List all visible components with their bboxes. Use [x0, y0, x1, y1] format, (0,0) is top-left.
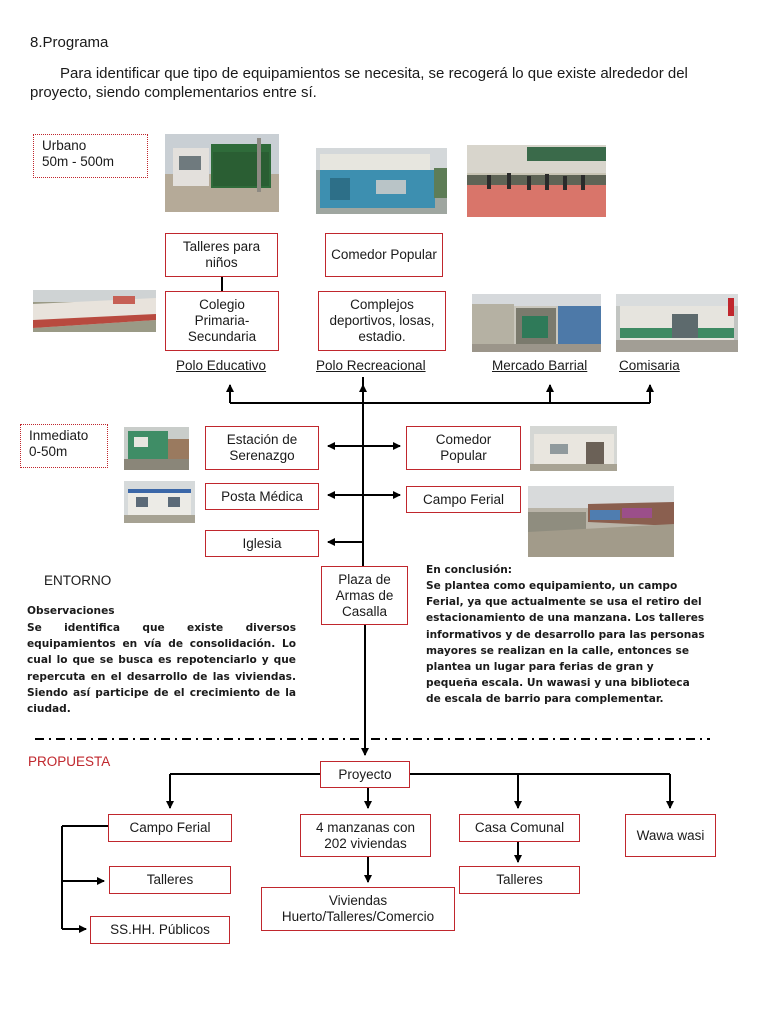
photo-comedor-building	[316, 148, 447, 214]
zone-urbano-range: 50m - 500m	[42, 154, 115, 169]
complejos-deportivos-box: Complejos deportivos, losas, estadio.	[318, 291, 446, 351]
comisaria-label: Comisaria	[619, 358, 680, 373]
photo-comedor-inmediato	[530, 426, 617, 471]
photo-sports-court	[467, 145, 606, 217]
manzanas-box: 4 manzanas con 202 viviendas	[300, 814, 431, 857]
photo-comisaria	[616, 294, 738, 352]
observaciones-title: Observaciones	[27, 605, 115, 617]
iglesia-box: Iglesia	[205, 530, 319, 557]
mercado-barrial-label: Mercado Barrial	[492, 358, 588, 373]
photo-campo-ferial	[528, 486, 674, 557]
conclusion-title: En conclusión:	[426, 564, 513, 576]
photo-posta-medica	[124, 481, 195, 523]
posta-medica-box: Posta Médica	[205, 483, 319, 510]
polo-educativo-label: Polo Educativo	[176, 358, 267, 373]
campo-ferial-inmediato-box: Campo Ferial	[406, 486, 521, 513]
wawa-wasi-box: Wawa wasi	[625, 814, 716, 857]
talleres-campo-ferial-box: Talleres	[109, 866, 231, 894]
observaciones-text: Se identifica que existe diversos equipa…	[27, 622, 296, 716]
viviendas-box: Viviendas Huerto/Talleres/Comercio	[261, 887, 455, 931]
talleres-casa-comunal-box: Talleres	[459, 866, 580, 894]
proyecto-box: Proyecto	[320, 761, 410, 788]
photo-school-gate	[165, 134, 279, 212]
conclusion-text: Se plantea como equipamiento, un campo F…	[426, 580, 705, 706]
photo-serenazgo	[124, 427, 189, 470]
casa-comunal-box: Casa Comunal	[459, 814, 580, 842]
propuesta-title: PROPUESTA	[28, 754, 111, 769]
plaza-armas-box: Plaza de Armas de Casalla	[321, 566, 408, 625]
serenazgo-box: Estación de Serenazgo	[205, 426, 319, 470]
intro-paragraph: Para identificar que tipo de equipamient…	[30, 65, 688, 101]
campo-ferial-propuesta-box: Campo Ferial	[108, 814, 232, 842]
section-heading: 8.Programa	[30, 34, 109, 51]
sshh-publicos-box: SS.HH. Públicos	[90, 916, 230, 944]
comedor-popular-inmediato-box: Comedor Popular	[406, 426, 521, 470]
zone-urbano: Urbano 50m - 500m	[33, 134, 148, 178]
comedor-popular-urbano-box: Comedor Popular	[325, 233, 443, 277]
entorno-title: ENTORNO	[44, 573, 112, 588]
zone-inmediato-title: Inmediato	[29, 428, 89, 443]
zone-inmediato: Inmediato 0-50m	[20, 424, 108, 468]
photo-school-wall	[33, 290, 156, 332]
photo-mercado	[472, 294, 601, 352]
polo-recreacional-label: Polo Recreacional	[316, 358, 426, 373]
colegio-box: Colegio Primaria-Secundaria	[165, 291, 279, 351]
zone-inmediato-range: 0-50m	[29, 444, 68, 459]
talleres-ninos-box: Talleres para niños	[165, 233, 278, 277]
zone-urbano-title: Urbano	[42, 138, 87, 153]
